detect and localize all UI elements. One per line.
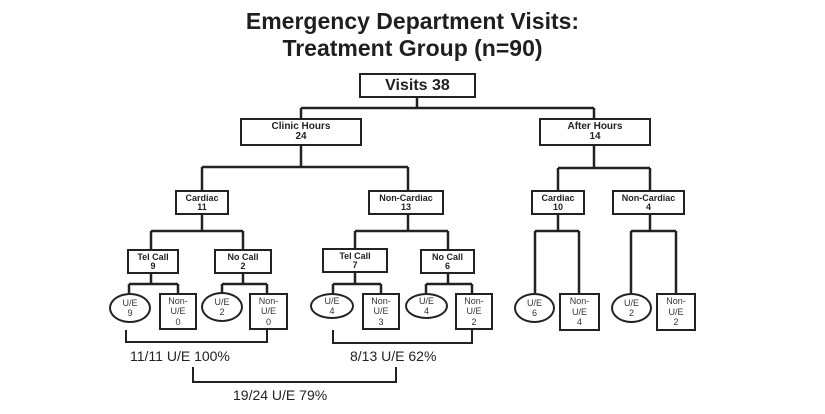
node-count: 14 xyxy=(589,131,601,142)
node-label: After Hours xyxy=(567,121,623,132)
chart-title-line-1: Emergency Department Visits: xyxy=(245,8,580,34)
leaf-label: U/E xyxy=(418,295,434,306)
node-cc-no-call: No Call 2 xyxy=(214,249,272,274)
leaf-ue: U/E 2 xyxy=(611,293,652,323)
leaf-non-ue: Non- U/E 2 xyxy=(455,293,493,330)
node-cn-tel-call: Tel Call 7 xyxy=(322,248,388,273)
node-label: No Call xyxy=(431,251,463,262)
node-visits-label: Visits 38 xyxy=(385,76,450,94)
node-count: 2 xyxy=(240,260,246,271)
node-label: Non-Cardiac xyxy=(621,192,676,203)
chart-title-line-2: Treatment Group (n=90) xyxy=(282,35,543,61)
leaf-ue: U/E 6 xyxy=(514,293,555,323)
node-clinic-cardiac: Cardiac 11 xyxy=(175,190,229,215)
node-clinic-noncardiac: Non-Cardiac 13 xyxy=(368,190,444,215)
leaf-count: 4 xyxy=(576,317,582,328)
leaf-ue: U/E 4 xyxy=(405,293,448,319)
leaf-non-ue: Non- U/E 0 xyxy=(249,293,288,330)
node-after-hours: After Hours 14 xyxy=(539,118,651,146)
leaf-count: 0 xyxy=(175,316,181,327)
leaf-label: U/E xyxy=(324,295,340,306)
node-count: 11 xyxy=(197,201,207,212)
leaf-label: Non- xyxy=(569,296,590,307)
leaf-count: 3 xyxy=(378,316,384,327)
leaf-label: U/E xyxy=(623,297,639,308)
leaf-count: 2 xyxy=(673,317,679,328)
leaf-count: 6 xyxy=(531,308,537,318)
node-label: Non-Cardiac xyxy=(379,192,433,203)
node-count: 7 xyxy=(352,259,358,270)
leaf-label: Non- xyxy=(258,295,279,306)
leaf-count: 2 xyxy=(471,316,477,327)
node-label: Cardiac xyxy=(541,192,575,203)
node-label: Clinic Hours xyxy=(271,121,331,132)
leaf-non-ue: Non- U/E 4 xyxy=(559,293,600,331)
summary-noncardiac: 8/13 U/E 62% xyxy=(350,348,437,364)
node-cn-no-call: No Call 6 xyxy=(420,249,475,274)
leaf-non-ue: Non- U/E 0 xyxy=(159,293,197,330)
leaf-label: U/E xyxy=(571,306,587,317)
leaf-label: Non- xyxy=(168,295,188,306)
leaf-label: U/E xyxy=(122,297,138,308)
leaf-label: Non- xyxy=(666,296,686,307)
leaf-ue: U/E 2 xyxy=(201,292,243,322)
node-label: Cardiac xyxy=(185,192,219,203)
bracket-noncardiac xyxy=(332,330,473,344)
leaf-non-ue: Non- U/E 2 xyxy=(656,293,696,331)
leaf-ue: U/E 9 xyxy=(109,293,151,323)
leaf-label: U/E xyxy=(260,306,276,317)
leaf-count: 0 xyxy=(265,316,271,327)
summary-total: 19/24 U/E 79% xyxy=(233,387,328,403)
node-count: 6 xyxy=(444,260,450,271)
leaf-label: U/E xyxy=(526,297,542,308)
node-label: Tel Call xyxy=(137,251,169,262)
node-clinic-hours: Clinic Hours 24 xyxy=(240,118,362,146)
bracket-total xyxy=(192,367,397,383)
leaf-count: 4 xyxy=(329,306,335,316)
node-label: No Call xyxy=(227,251,259,262)
leaf-count: 2 xyxy=(219,307,225,317)
leaf-non-ue: Non- U/E 3 xyxy=(362,293,400,330)
node-count: 13 xyxy=(400,201,411,212)
leaf-ue: U/E 4 xyxy=(310,293,354,319)
node-after-cardiac: Cardiac 10 xyxy=(531,190,585,215)
node-label: Tel Call xyxy=(339,250,371,261)
node-count: 9 xyxy=(150,260,156,271)
node-count: 4 xyxy=(645,201,651,212)
leaf-label: Non- xyxy=(371,295,391,306)
node-after-noncardiac: Non-Cardiac 4 xyxy=(612,190,685,215)
leaf-label: U/E xyxy=(170,306,186,317)
node-cc-tel-call: Tel Call 9 xyxy=(127,249,179,274)
leaf-label: U/E xyxy=(214,296,230,307)
bracket-cardiac xyxy=(125,330,268,343)
node-count: 10 xyxy=(552,201,563,212)
leaf-count: 4 xyxy=(423,306,429,316)
node-visits: Visits 38 xyxy=(359,73,476,98)
leaf-label: U/E xyxy=(668,306,684,317)
leaf-count: 2 xyxy=(628,308,634,318)
node-count: 24 xyxy=(295,131,307,142)
leaf-label: U/E xyxy=(373,306,389,317)
leaf-count: 9 xyxy=(127,308,133,318)
leaf-label: U/E xyxy=(466,306,482,317)
leaf-label: Non- xyxy=(464,295,484,306)
summary-cardiac: 11/11 U/E 100% xyxy=(130,348,230,364)
